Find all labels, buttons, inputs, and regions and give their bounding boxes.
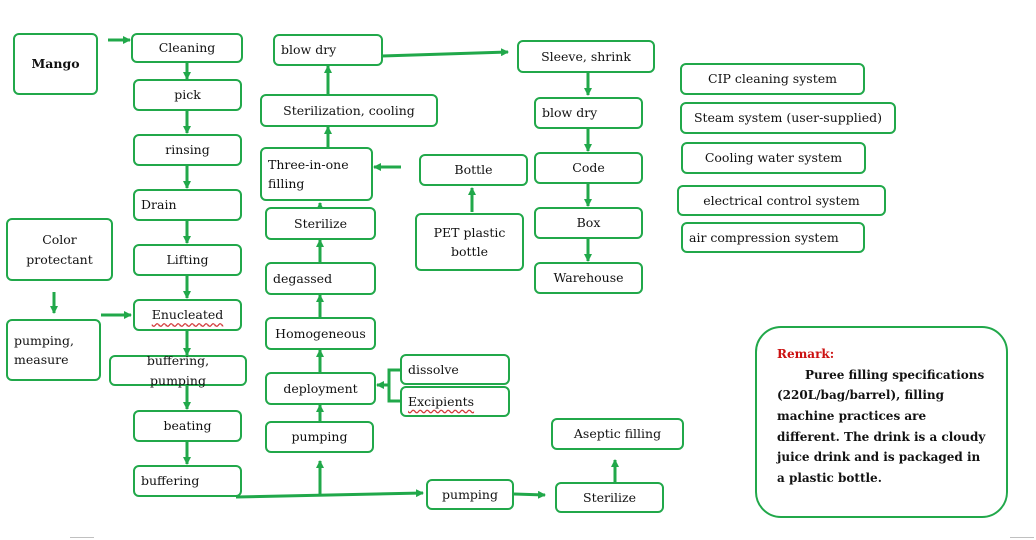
node-warehouse: Warehouse [534,262,643,294]
node-buffering-pumping: buffering, pumping [109,353,247,388]
node-pick: pick [133,79,242,111]
node-steam-system: Steam system (user-supplied) [680,102,896,134]
page-corner-mark-left [70,537,94,538]
node-homogeneous: Homogeneous [265,317,376,350]
node-electrical-control-system: electrical control system [677,185,886,216]
node-cip-cleaning-system: CIP cleaning system [680,63,865,95]
node-lifting: Lifting [133,244,242,276]
node-beating: beating [133,410,242,442]
remark-title: Remark: [777,347,835,361]
node-drain: Drain [133,189,242,221]
node-rinsing: rinsing [133,134,242,166]
remark-box: Remark: Puree filling specifications (22… [755,326,1008,518]
node-sterilize-1: Sterilize [265,207,376,240]
node-three-in-one: Three-in-one filling [260,147,373,201]
arrow-dissolve-excipients-deployment [387,368,400,403]
node-dissolve: dissolve [400,354,510,385]
node-code: Code [534,152,643,184]
arrow-pumping-sterilize [513,490,546,499]
node-deployment: deployment [265,372,376,405]
node-pumping-measure: pumping, measure [6,319,101,381]
node-sterilize-2: Sterilize [555,482,664,513]
node-sterilization-cooling: Sterilization, cooling [260,94,438,127]
node-degassed: degassed [265,262,376,295]
page-corner-mark-right [1010,537,1034,538]
node-blow-dry-1: blow dry [273,34,383,66]
arrow-blow-dry-sleeve [381,48,509,58]
node-excipients: Excipients [400,386,510,417]
node-enucleated-label: Enucleated [151,307,224,323]
node-buffering: buffering [133,465,242,497]
node-color-protectant: Color protectant [6,218,113,281]
remark-body: Puree filling specifications (220L/bag/b… [777,367,986,485]
node-excipients-label: Excipients [408,393,475,409]
node-sleeve-shrink: Sleeve, shrink [517,40,655,73]
node-enucleated: Enucleated [133,299,242,331]
node-box: Box [534,207,643,239]
node-pumping-1: pumping [265,421,374,453]
node-cleaning: Cleaning [131,33,243,63]
node-cooling-water-system: Cooling water system [681,142,866,174]
node-color-protectant-label: Color protectant [26,232,93,267]
node-pet-bottle: PET plastic bottle [415,213,524,271]
node-mango: Mango [13,33,98,95]
node-air-compression-system: air compression system [681,222,865,253]
node-blow-dry-2: blow dry [534,97,643,129]
node-pumping-2: pumping [426,479,514,510]
trunk-buffering-pumping [235,489,424,499]
node-bottle: Bottle [419,154,528,186]
node-aseptic-filling: Aseptic filling [551,418,684,450]
